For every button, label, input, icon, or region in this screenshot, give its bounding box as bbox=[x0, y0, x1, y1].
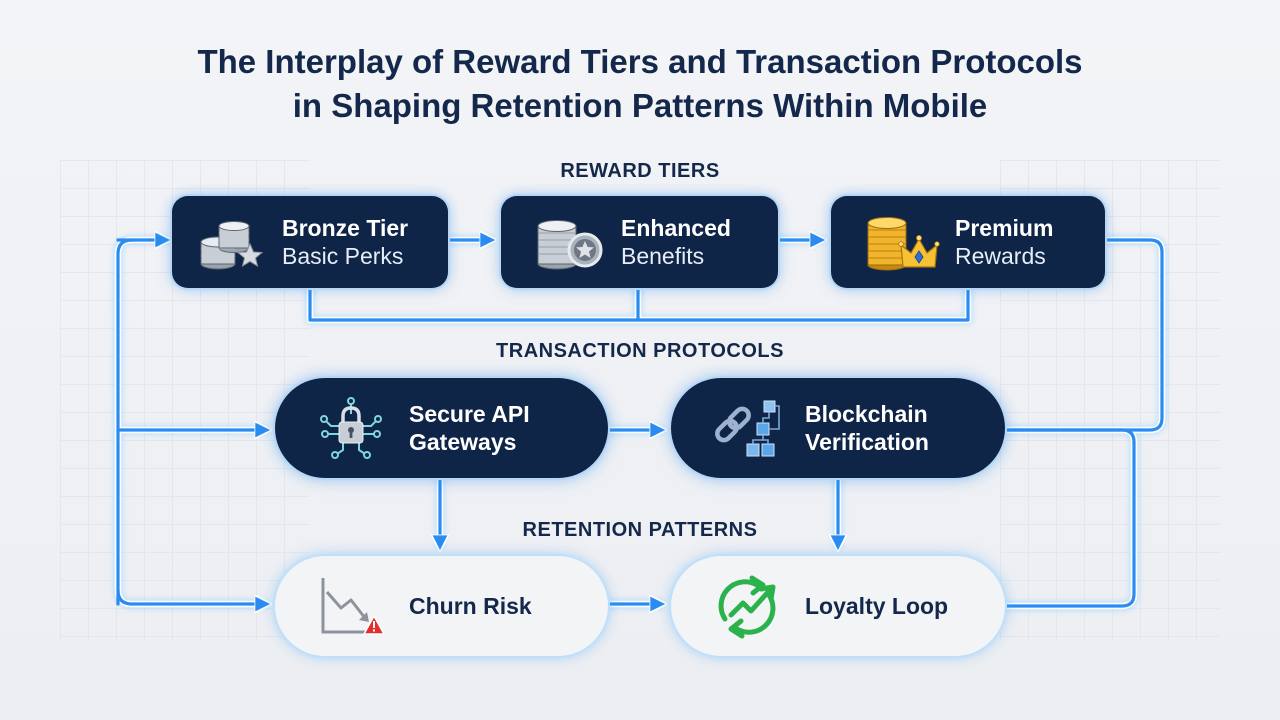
gold-coins-crown-icon bbox=[867, 217, 940, 271]
blockchain-line-1: Blockchain bbox=[805, 401, 928, 427]
bronze-tier-node[interactable]: Bronze Tier Basic Perks bbox=[172, 196, 448, 288]
section-label-retention-patterns: RETENTION PATTERNS bbox=[522, 519, 758, 541]
enhanced-subtitle: Benefits bbox=[621, 243, 705, 269]
enhanced-title: Enhanced bbox=[621, 215, 731, 241]
churn-risk-node[interactable]: Churn Risk bbox=[275, 556, 608, 656]
secure-api-line-2: Gateways bbox=[409, 429, 517, 455]
loyalty-loop-node[interactable]: Loyalty Loop bbox=[671, 556, 1005, 656]
title-line-1: The Interplay of Reward Tiers and Transa… bbox=[197, 43, 1083, 80]
premium-title: Premium bbox=[955, 215, 1054, 241]
page-title: The Interplay of Reward Tiers and Transa… bbox=[0, 40, 1280, 128]
network-lock-icon bbox=[320, 397, 382, 459]
loyalty-loop-label: Loyalty Loop bbox=[805, 593, 949, 619]
section-label-transaction-protocols: TRANSACTION PROTOCOLS bbox=[496, 340, 784, 362]
churn-risk-label: Churn Risk bbox=[409, 593, 532, 619]
blockchain-line-2: Verification bbox=[805, 429, 929, 455]
loop-arrows-icon bbox=[718, 575, 776, 639]
premium-rewards-node[interactable]: Premium Rewards bbox=[831, 196, 1105, 288]
enhanced-benefits-node[interactable]: Enhanced Benefits bbox=[501, 196, 778, 288]
silver-coins-star-icon bbox=[200, 221, 264, 270]
secure-api-gateways-node[interactable]: Secure API Gateways bbox=[275, 378, 608, 478]
secure-api-line-1: Secure API bbox=[409, 401, 530, 427]
title-line-2: in Shaping Retention Patterns Within Mob… bbox=[292, 87, 988, 124]
section-label-reward-tiers: REWARD TIERS bbox=[560, 160, 720, 182]
chain-blocks-icon bbox=[715, 400, 780, 457]
bronze-tier-subtitle: Basic Perks bbox=[282, 243, 404, 269]
bronze-tier-title: Bronze Tier bbox=[282, 215, 409, 241]
blockchain-verification-node[interactable]: Blockchain Verification bbox=[671, 378, 1005, 478]
premium-subtitle: Rewards bbox=[955, 243, 1046, 269]
declining-chart-warning-icon bbox=[321, 578, 385, 635]
coins-medal-icon bbox=[537, 220, 603, 270]
